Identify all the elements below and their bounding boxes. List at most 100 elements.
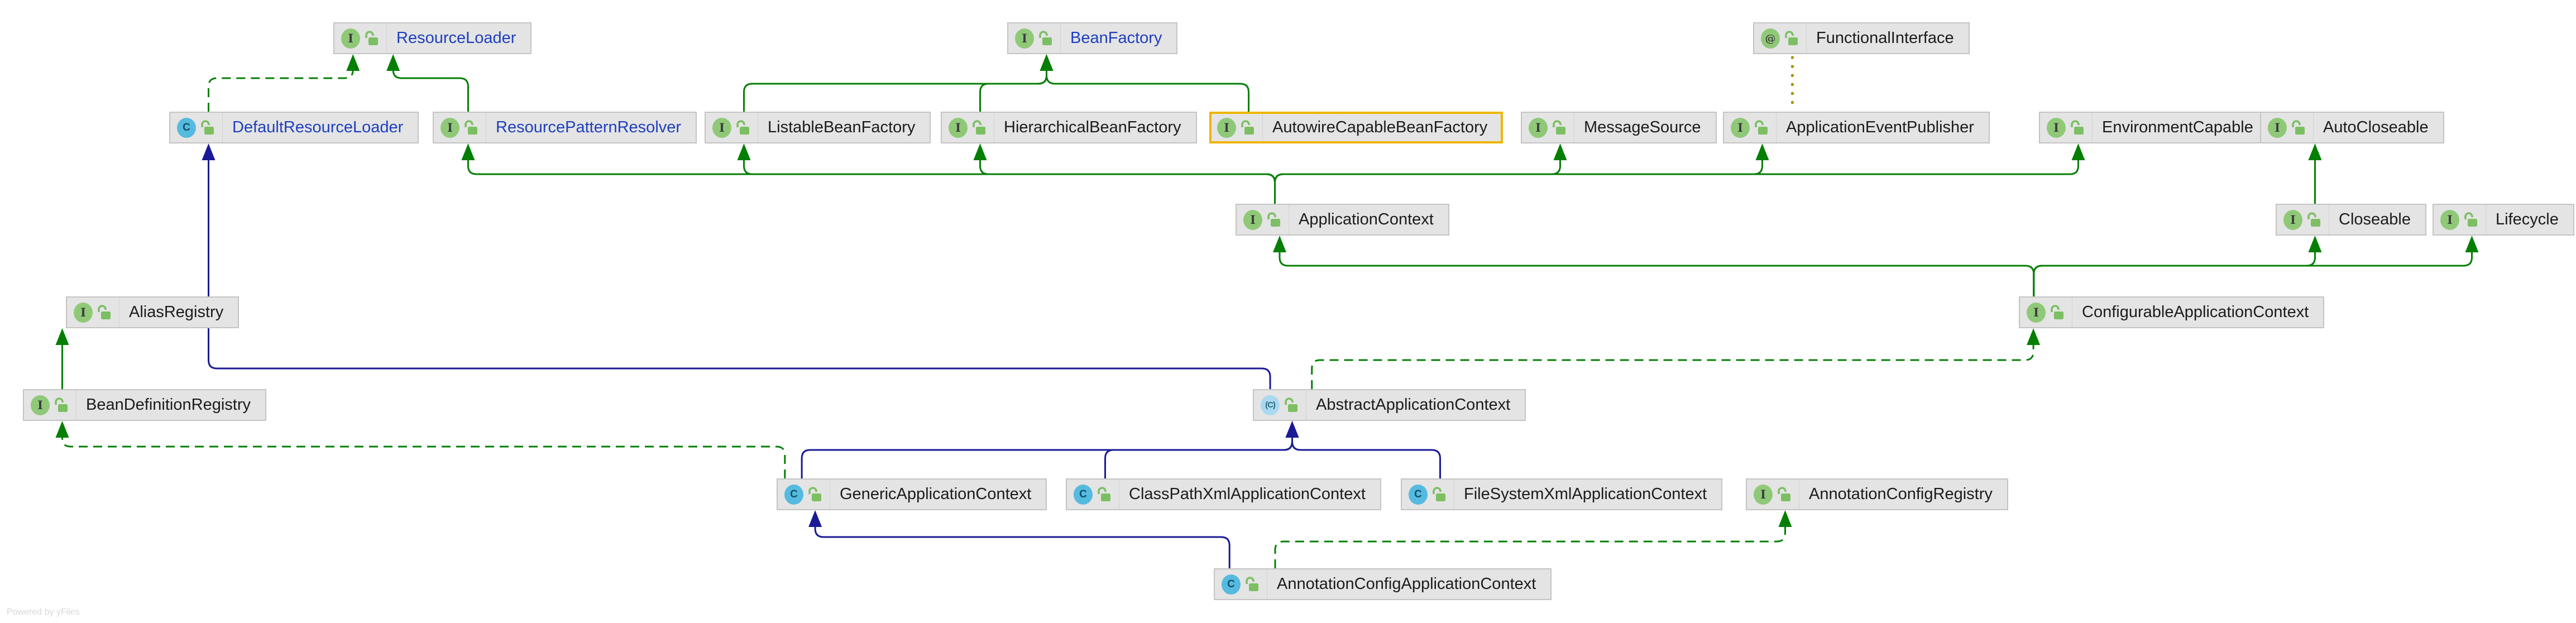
inheritance-arrowhead — [2071, 143, 2085, 160]
interface-icon: I — [440, 117, 459, 138]
icon-divider — [1806, 23, 1807, 53]
edge-line[interactable] — [1274, 157, 1763, 204]
edge-line[interactable] — [1274, 524, 1786, 568]
abstract-class-icon: (C) — [1261, 395, 1280, 415]
node-label: AbstractApplicationContext — [1316, 396, 1511, 414]
node-label: ResourcePatternResolver — [496, 118, 682, 136]
edge-BeanDefinitionRegistry-to-AliasRegistry[interactable] — [55, 328, 69, 389]
inheritance-arrowhead — [2308, 143, 2322, 160]
node-label: ClassPathXmlApplicationContext — [1129, 485, 1366, 503]
inheritance-arrowhead — [1272, 236, 1286, 252]
edge-ClassPathXmlApplicationContext-to-AbstractApplicationContext[interactable] — [1104, 421, 1299, 478]
node-FunctionalInterface[interactable]: @ FunctionalInterface — [1753, 22, 1970, 54]
lock-icon — [1784, 30, 1799, 47]
edge-line[interactable] — [2033, 250, 2316, 296]
lock-icon — [54, 397, 69, 414]
lock-icon — [1777, 486, 1792, 503]
edge-AbstractApplicationContext-to-ConfigurableApplicationContext[interactable] — [1311, 328, 2041, 389]
edge-line[interactable] — [1104, 435, 1293, 478]
interface-icon: I — [1217, 117, 1236, 138]
node-ResourcePatternResolver[interactable]: I ResourcePatternResolver — [433, 112, 697, 143]
lock-icon — [1284, 397, 1299, 414]
edge-ApplicationContext-to-EnvironmentCapable[interactable] — [1274, 143, 2085, 204]
edge-AnnotationConfigApplicationContext-to-AnnotationConfigRegistry[interactable] — [1274, 510, 1792, 568]
yfiles-watermark: Powered by yFiles — [7, 607, 80, 617]
node-label: ApplicationEventPublisher — [1786, 118, 1974, 136]
edge-line[interactable] — [1046, 68, 1249, 112]
edge-line[interactable] — [801, 435, 1293, 478]
class-icon: C — [177, 117, 196, 138]
edge-line[interactable] — [2033, 250, 2473, 296]
annotation-icon: @ — [1761, 28, 1780, 49]
class-icon: C — [1074, 484, 1093, 505]
lock-icon — [1097, 486, 1112, 503]
edge-line[interactable] — [208, 157, 1271, 389]
edge-AutowireCapableBeanFactory-to-BeanFactory[interactable] — [1040, 54, 1249, 112]
edge-ConfigurableApplicationContext-to-ApplicationContext[interactable] — [1272, 236, 2035, 296]
edge-Closeable-to-AutoCloseable[interactable] — [2308, 143, 2322, 204]
edge-line[interactable] — [467, 157, 1276, 204]
lock-icon — [1552, 119, 1567, 136]
node-label: ListableBeanFactory — [768, 118, 916, 136]
icon-divider — [1776, 113, 1777, 142]
node-label: FunctionalInterface — [1816, 29, 1954, 47]
node-AnnotationConfigRegistry[interactable]: I AnnotationConfigRegistry — [1746, 478, 2008, 510]
inheritance-arrowhead — [1553, 143, 1567, 160]
edge-FileSystemXmlApplicationContext-to-AbstractApplicationContext[interactable] — [1285, 421, 1441, 478]
icon-divider — [2092, 113, 2093, 142]
edge-AnnotationConfigApplicationContext-to-GenericApplicationContext[interactable] — [808, 510, 1230, 568]
edge-line[interactable] — [392, 68, 469, 112]
interface-icon: I — [1015, 28, 1034, 49]
edge-line[interactable] — [1274, 157, 2079, 204]
edge-DefaultResourceLoader-to-ResourceLoader[interactable] — [208, 54, 360, 112]
edge-line[interactable] — [979, 68, 1047, 112]
edge-ConfigurableApplicationContext-to-Lifecycle[interactable] — [2033, 236, 2479, 296]
class-icon: C — [784, 484, 803, 505]
edge-line[interactable] — [1274, 157, 1561, 204]
edge-line[interactable] — [743, 68, 1047, 112]
lock-icon — [463, 119, 478, 136]
edge-line[interactable] — [61, 435, 786, 478]
node-label: AutoCloseable — [2323, 118, 2429, 136]
node-AbstractApplicationContext[interactable]: (C) AbstractApplicationContext — [1253, 389, 1526, 421]
edge-line[interactable] — [743, 157, 1276, 204]
class-icon: C — [1222, 574, 1241, 595]
edge-HierarchicalBeanFactory-to-BeanFactory[interactable] — [979, 54, 1054, 112]
edge-line[interactable] — [1291, 435, 1441, 478]
edge-line[interactable] — [1279, 250, 2035, 296]
interface-icon: I — [2283, 209, 2302, 230]
edge-line[interactable] — [1311, 342, 2034, 389]
node-label: HierarchicalBeanFactory — [1004, 118, 1181, 136]
edge-line[interactable] — [979, 157, 1276, 204]
edge-AbstractApplicationContext-to-DefaultResourceLoader[interactable] — [202, 143, 1271, 389]
node-label: AnnotationConfigRegistry — [1809, 485, 1993, 503]
icon-divider — [1262, 114, 1263, 141]
interface-icon: I — [1754, 484, 1773, 505]
edge-GenericApplicationContext-to-BeanDefinitionRegistry[interactable] — [55, 421, 786, 478]
node-ClassPathXmlApplicationContext[interactable]: C ClassPathXmlApplicationContext — [1066, 478, 1381, 510]
edge-line[interactable] — [814, 524, 1230, 568]
edge-ResourcePatternResolver-to-ResourceLoader[interactable] — [386, 54, 469, 112]
edge-ApplicationContext-to-HierarchicalBeanFactory[interactable] — [973, 143, 1276, 204]
edge-line[interactable] — [208, 68, 354, 112]
